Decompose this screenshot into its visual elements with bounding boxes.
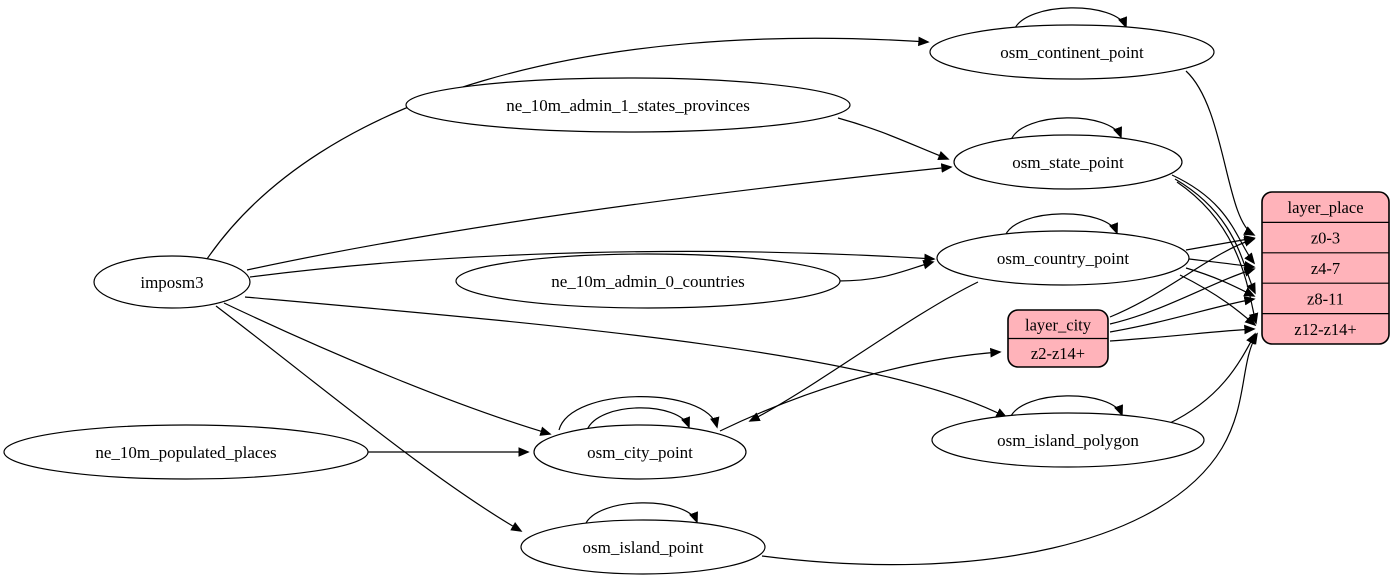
record-row-layer-place-z12-z14+: z12-z14+ — [1294, 320, 1356, 339]
edge-layer-city-to-layer-place-z8-11 — [1109, 296, 1256, 333]
node-ellipse-osm-city-point — [533, 424, 747, 480]
record-title-layer-place: layer_place — [1287, 198, 1363, 217]
self-loop-osm-island-polygon — [1009, 395, 1123, 419]
self-loop-osm-island-point — [584, 502, 698, 526]
node-ellipse-ne-10m-populated-places — [3, 424, 369, 480]
edge-osm-country-point-to-layer-place-z4-7 — [1188, 258, 1256, 271]
node-osm-state-point: osm_state_point — [953, 117, 1183, 190]
node-osm-island-polygon: osm_island_polygon — [931, 395, 1205, 468]
edge-ne-10m-admin-1-states-provinces-to-osm-state-point — [837, 117, 950, 160]
node-ellipse-osm-island-polygon — [931, 412, 1205, 468]
record-layer-place: layer_place z0-3 z4-7 z8-11 z12-z14+ — [1261, 191, 1390, 345]
edge-osm-city-point-to-layer-city-z2-z14+ — [719, 347, 1002, 432]
node-ne-10m-admin-1-states-provinces: ne_10m_admin_1_states_provinces — [405, 77, 851, 133]
node-ellipse-imposm3 — [93, 255, 251, 309]
self-loop-osm-continent-point — [1013, 7, 1127, 31]
edge-layer-city-to-layer-place-z4-7 — [1109, 267, 1256, 325]
edge-imposm3-to-osm-island-polygon — [244, 296, 1008, 418]
node-label-ne-10m-admin-0-countries: ne_10m_admin_0_countries — [551, 272, 745, 291]
self-loop-osm-city-point — [586, 407, 690, 431]
node-ne-10m-populated-places: ne_10m_populated_places — [3, 424, 369, 480]
edge-osm-island-point-to-layer-place-z12-z14+ — [761, 332, 1258, 566]
edge-osm-state-point-to-layer-place-z8-11 — [1174, 178, 1256, 295]
node-osm-island-point: osm_island_point — [520, 502, 766, 575]
edge-imposm3-to-osm-island-point — [215, 305, 523, 532]
record-row-layer-city-z2-z14+: z2-z14+ — [1031, 344, 1085, 363]
node-label-imposm3: imposm3 — [140, 273, 203, 292]
node-label-osm-island-point: osm_island_point — [583, 538, 704, 557]
record-box-layer-place — [1261, 191, 1390, 345]
node-ellipse-osm-continent-point — [929, 24, 1215, 80]
edge-imposm3-to-osm-state-point — [246, 163, 953, 271]
node-osm-country-point: osm_country_point — [936, 213, 1190, 286]
records-layer: layer_city z2-z14+ layer_place z0-3 z4-7 z8-1… — [1007, 191, 1390, 368]
record-title-layer-city: layer_city — [1025, 315, 1092, 334]
node-label-osm-city-point: osm_city_point — [587, 443, 693, 462]
nodes-layer: imposm3 ne_10m_admin_1_states_provincesne… — [3, 7, 1215, 575]
node-ellipse-osm-country-point — [936, 230, 1190, 286]
node-osm-continent-point: osm_continent_point — [929, 7, 1215, 80]
edge-osm-country-point-to-osm-city-point — [748, 281, 979, 422]
node-label-ne-10m-admin-1-states-provinces: ne_10m_admin_1_states_provinces — [506, 96, 750, 115]
node-imposm3: imposm3 — [93, 255, 251, 309]
node-ellipse-osm-state-point — [953, 134, 1183, 190]
edge-imposm3-to-osm-city-point — [223, 302, 552, 436]
node-ne-10m-admin-0-countries: ne_10m_admin_0_countries — [455, 253, 841, 309]
self-loop-osm-state-point — [1010, 117, 1122, 141]
node-label-osm-country-point: osm_country_point — [997, 249, 1129, 268]
record-row-layer-place-z0-3: z0-3 — [1311, 229, 1340, 248]
node-ellipse-ne-10m-admin-0-countries — [455, 253, 841, 309]
edge-imposm3-to-osm-continent-point — [206, 36, 930, 260]
edge-layer-city-to-layer-place-z0-3 — [1109, 237, 1256, 318]
edge-osm-state-point-to-layer-place-z12-z14+ — [1176, 181, 1259, 325]
edge-osm-continent-point-to-layer-place-z0-3 — [1185, 70, 1256, 236]
record-row-layer-place-z4-7: z4-7 — [1311, 259, 1340, 278]
node-label-osm-island-polygon: osm_island_polygon — [997, 431, 1139, 450]
edge-imposm3-to-osm-country-point — [249, 250, 936, 278]
self-loop-osm-city-point — [558, 396, 720, 431]
node-ellipse-ne-10m-admin-1-states-provinces — [405, 77, 851, 133]
node-osm-city-point: osm_city_point — [533, 396, 747, 480]
node-label-ne-10m-populated-places: ne_10m_populated_places — [95, 443, 276, 462]
record-row-layer-place-z8-11: z8-11 — [1307, 289, 1344, 308]
edge-osm-country-point-to-layer-place-z12-z14+ — [1179, 274, 1257, 327]
record-layer-city: layer_city z2-z14+ — [1007, 309, 1109, 368]
edge-osm-country-point-to-layer-place-z0-3 — [1185, 235, 1256, 251]
node-label-osm-state-point: osm_state_point — [1012, 153, 1124, 172]
node-ellipse-osm-island-point — [520, 519, 766, 575]
edge-layer-city-to-layer-place-z12-z14+ — [1109, 324, 1256, 342]
node-label-osm-continent-point: osm_continent_point — [1000, 43, 1144, 62]
edge-osm-island-polygon-to-layer-place-z12-z14+ — [1167, 332, 1256, 425]
edges-layer — [206, 36, 1259, 566]
self-loop-osm-country-point — [1004, 213, 1118, 237]
edge-osm-country-point-to-layer-place-z8-11 — [1185, 267, 1256, 297]
edge-ne-10m-admin-0-countries-to-osm-country-point — [837, 260, 935, 282]
edge-osm-state-point-to-layer-place-z4-7 — [1171, 174, 1256, 265]
